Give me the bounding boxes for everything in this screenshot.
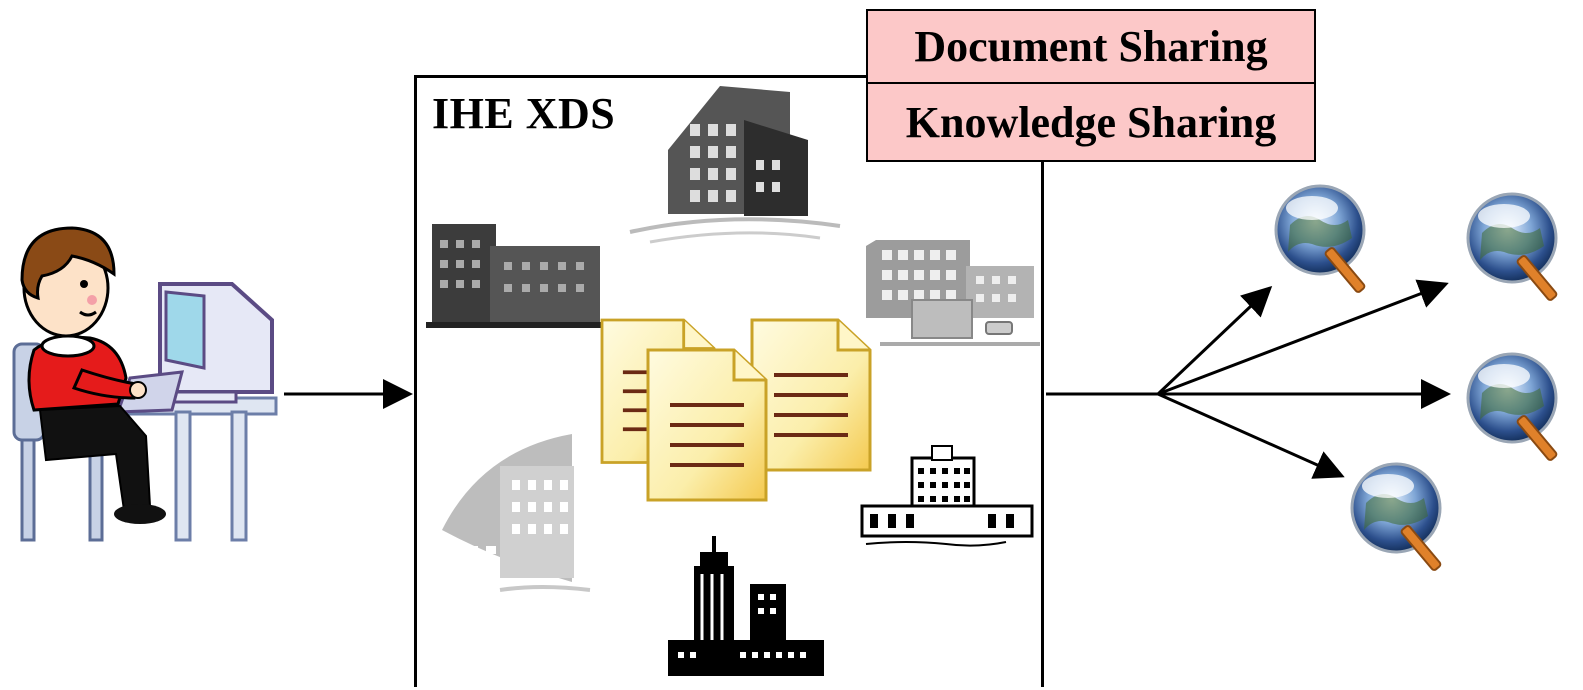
hospital-building-icon bbox=[668, 536, 824, 676]
output-arrow bbox=[1157, 279, 1449, 396]
output-arrow bbox=[1157, 392, 1345, 479]
hospital-building-icon bbox=[866, 240, 1040, 346]
system-label: IHE XDS bbox=[432, 89, 616, 138]
user-at-computer-icon bbox=[12, 226, 278, 542]
globe-magnifier-icon bbox=[1466, 352, 1560, 463]
globe-magnifier-icon bbox=[1274, 184, 1368, 295]
sharing-label-stack: Document Sharing Knowledge Sharing bbox=[866, 9, 1316, 162]
globe-magnifier-icon bbox=[1350, 462, 1444, 573]
xds-system-box bbox=[414, 75, 1044, 687]
globe-magnifier-icon bbox=[1466, 192, 1560, 303]
hospital-building-icon bbox=[426, 224, 602, 328]
hospital-building-icon bbox=[860, 445, 1034, 547]
document-sharing-label: Document Sharing bbox=[866, 9, 1316, 84]
hospital-building-icon bbox=[442, 434, 591, 592]
hospital-building-icon bbox=[629, 86, 841, 244]
knowledge-sharing-label: Knowledge Sharing bbox=[866, 84, 1316, 162]
output-arrow bbox=[1156, 285, 1273, 396]
